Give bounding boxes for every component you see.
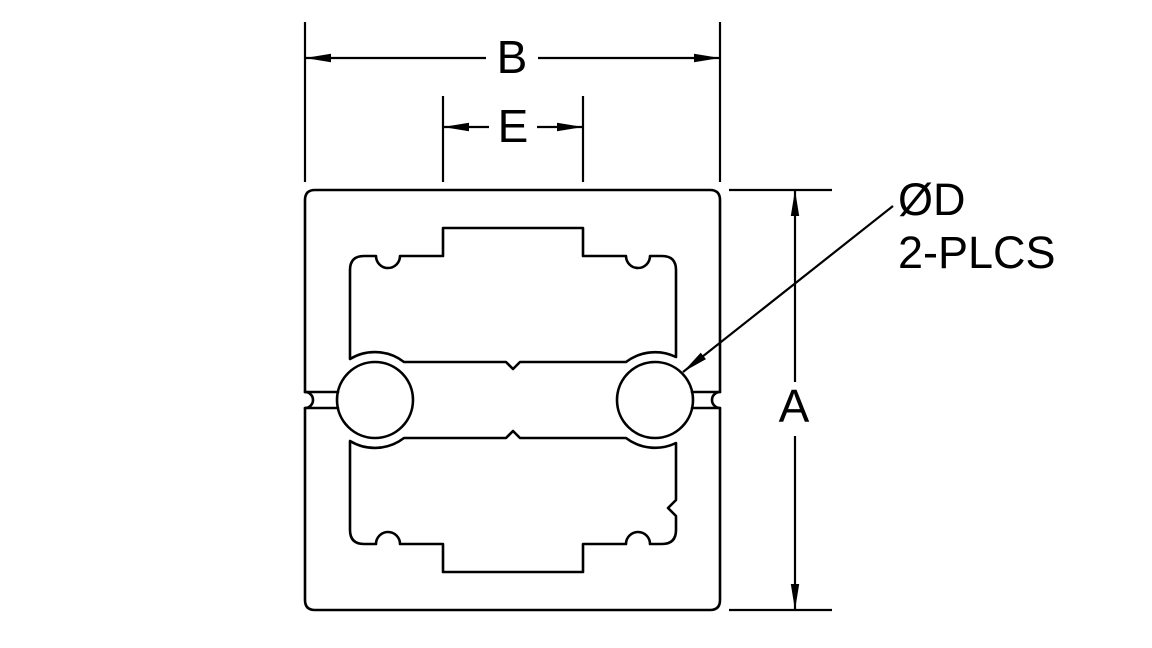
profile-lower-cavity — [348, 429, 678, 574]
label-hole-places: 2-PLCS — [898, 227, 1056, 278]
side-slot-left — [303, 390, 340, 410]
label-dim-b: B — [497, 31, 528, 83]
dimension-annotations: B E A ØD 2-PLCS — [303, 22, 1056, 612]
label-dim-e: E — [498, 100, 529, 152]
profile-outer-outline — [303, 188, 722, 612]
bore-hole-right — [615, 360, 695, 440]
side-slot-right — [690, 390, 722, 410]
profile-upper-cavity — [348, 226, 678, 371]
profile-geometry — [303, 188, 722, 612]
label-dim-a: A — [779, 380, 810, 432]
bore-hole-left — [335, 360, 415, 440]
leader-line-hole-callout — [682, 205, 894, 373]
label-hole-diameter: ØD — [898, 174, 966, 225]
